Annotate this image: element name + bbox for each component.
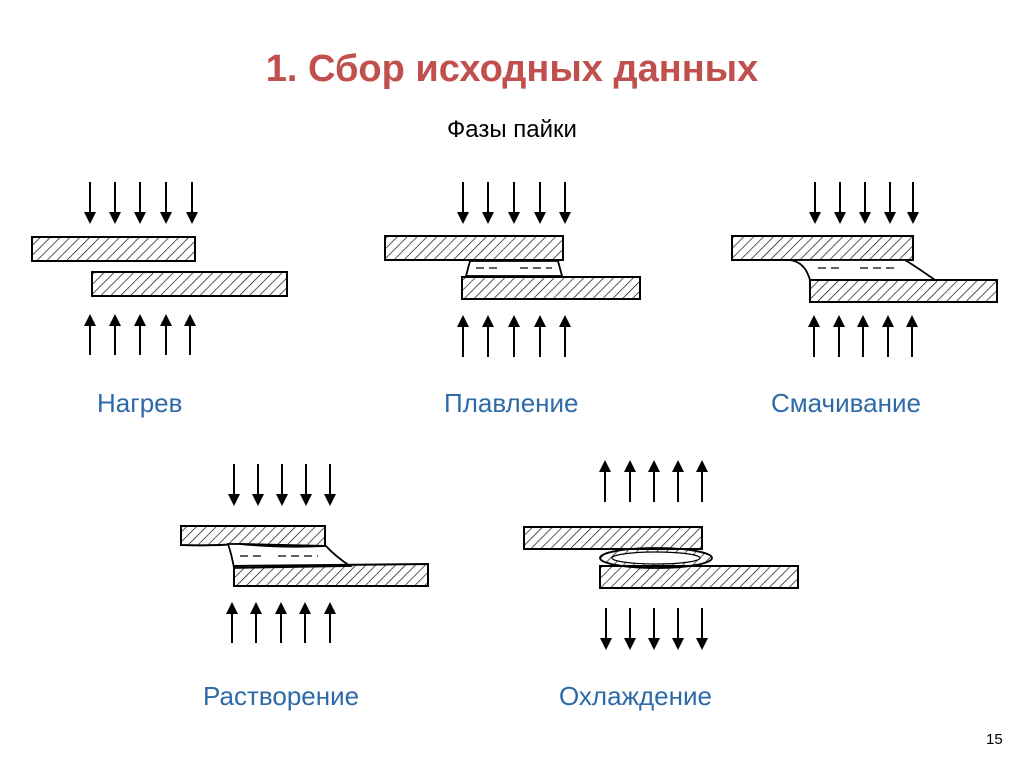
arrows-down-top [84, 182, 198, 224]
lower-plate [599, 565, 799, 589]
phase-cooling [523, 460, 799, 650]
slide-title: 1. Сбор исходных данных [265, 48, 759, 90]
arrows-up-bottom [84, 314, 196, 355]
phase-label-cooling: Охлаждение [559, 681, 712, 711]
upper-plate [523, 526, 703, 550]
upper-plate [31, 236, 196, 262]
phase-heating [31, 182, 288, 355]
arrows-down-top [809, 182, 919, 224]
lower-plate [233, 562, 429, 587]
lower-plate [91, 271, 288, 297]
lower-plate [809, 279, 998, 303]
phase-dissolution [180, 464, 429, 643]
phase-wetting [731, 182, 998, 357]
upper-plate [731, 235, 914, 261]
lower-plate [461, 276, 641, 300]
arrows-up-top [599, 460, 708, 502]
arrows-down-bottom [600, 608, 708, 650]
phase-label-heating: Нагрев [97, 388, 183, 418]
upper-plate [180, 525, 326, 548]
phase-label-dissolution: Растворение [203, 681, 360, 711]
phase-melting [384, 182, 641, 357]
phase-label-wetting: Смачивание [771, 388, 921, 418]
upper-plate [384, 235, 564, 261]
solder-zone [226, 543, 353, 569]
slide-subtitle: Фазы пайки [447, 116, 577, 143]
arrows-down-top [228, 464, 336, 506]
arrows-up-bottom [808, 315, 918, 357]
arrows-up-bottom [457, 315, 571, 357]
page-number: 15 [986, 731, 1003, 748]
phase-label-melting: Плавление [444, 388, 579, 418]
solder-fillet [789, 259, 938, 281]
arrows-down-top [457, 182, 571, 224]
arrows-up-bottom [226, 602, 336, 643]
